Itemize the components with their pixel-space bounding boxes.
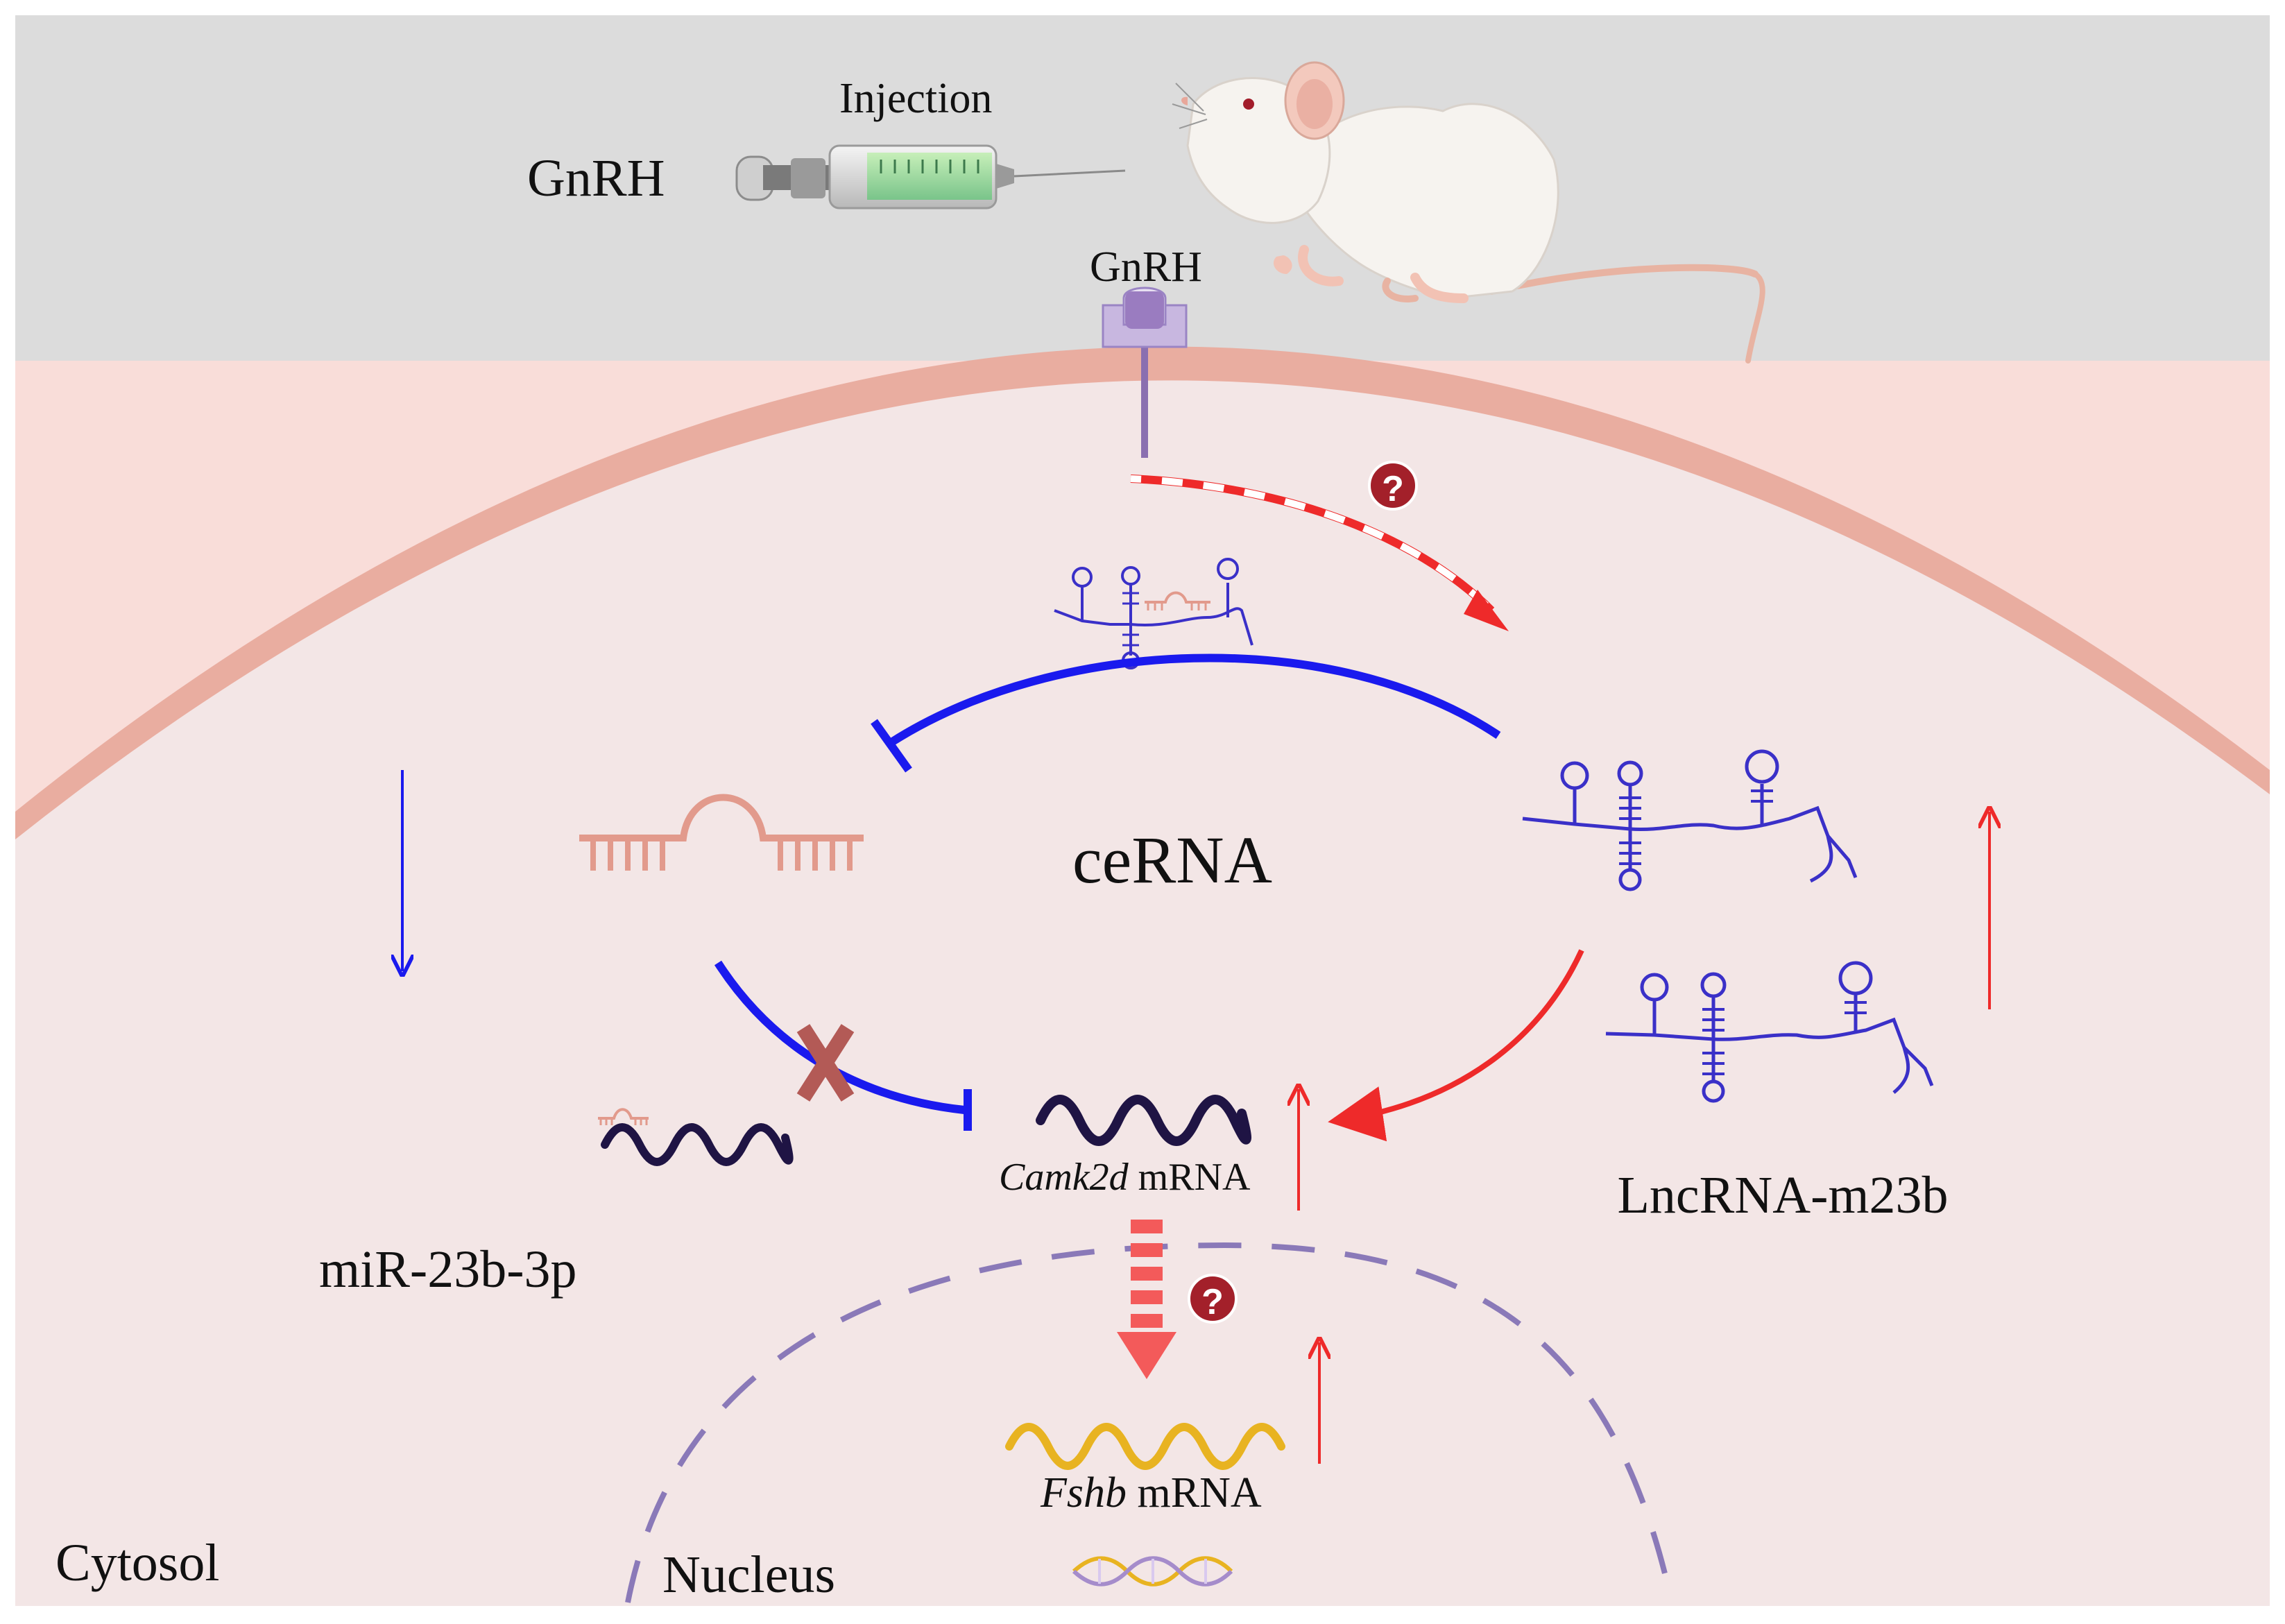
cell-interior — [15, 380, 2270, 1606]
gnrh-receptor-label: GnRH — [1090, 243, 1202, 291]
fshb-mrna-icon — [1005, 1423, 1285, 1470]
question-badge-nucleus: ? — [1188, 1274, 1238, 1324]
svg-text:?: ? — [1382, 469, 1404, 509]
syringe-icon — [735, 144, 1126, 210]
lncrna-mirna-complex-icon — [1054, 558, 1253, 669]
nucleus-label: Nucleus — [662, 1546, 835, 1604]
fshb-mrna-label: Fshb mRNA — [1040, 1469, 1262, 1516]
mirna-bound-mrna-icon — [598, 1108, 794, 1166]
mir-23b-3p-label: miR-23b-3p — [319, 1240, 577, 1299]
gnrh-injection-label: GnRH — [527, 149, 665, 207]
svg-text:?: ? — [1201, 1282, 1224, 1322]
injection-label: Injection — [839, 75, 992, 122]
lncrna-activates-camk2d-curve — [1328, 949, 1584, 1142]
cell-membrane — [15, 346, 2270, 839]
cytosol-label: Cytosol — [55, 1534, 220, 1592]
camk2d-mrna-icon — [1036, 1095, 1252, 1146]
lncrna-icon-upper — [1522, 749, 1858, 891]
mirna-icon — [579, 794, 864, 871]
camk2d-mrna-label: Camk2d mRNA — [999, 1156, 1251, 1199]
lncrna-icon-lower — [1605, 961, 1934, 1103]
question-badge-top: ? — [1368, 461, 1418, 511]
lncrna-m23b-label: LncRNA-m23b — [1617, 1166, 1948, 1224]
lncrna-inhibits-mirna-arc — [889, 653, 1501, 746]
mini-mirna-icon — [1145, 591, 1210, 610]
blocked-cross-icon — [796, 1024, 855, 1102]
dna-helix-icon — [1072, 1556, 1233, 1587]
camk2d-to-fshb-arrow — [1117, 1220, 1176, 1379]
gnrh-receptor-icon — [1102, 287, 1188, 458]
rat-icon — [1172, 61, 1765, 364]
cerna-label: ceRNA — [1072, 823, 1272, 897]
nucleus-envelope — [625, 1242, 1675, 1603]
